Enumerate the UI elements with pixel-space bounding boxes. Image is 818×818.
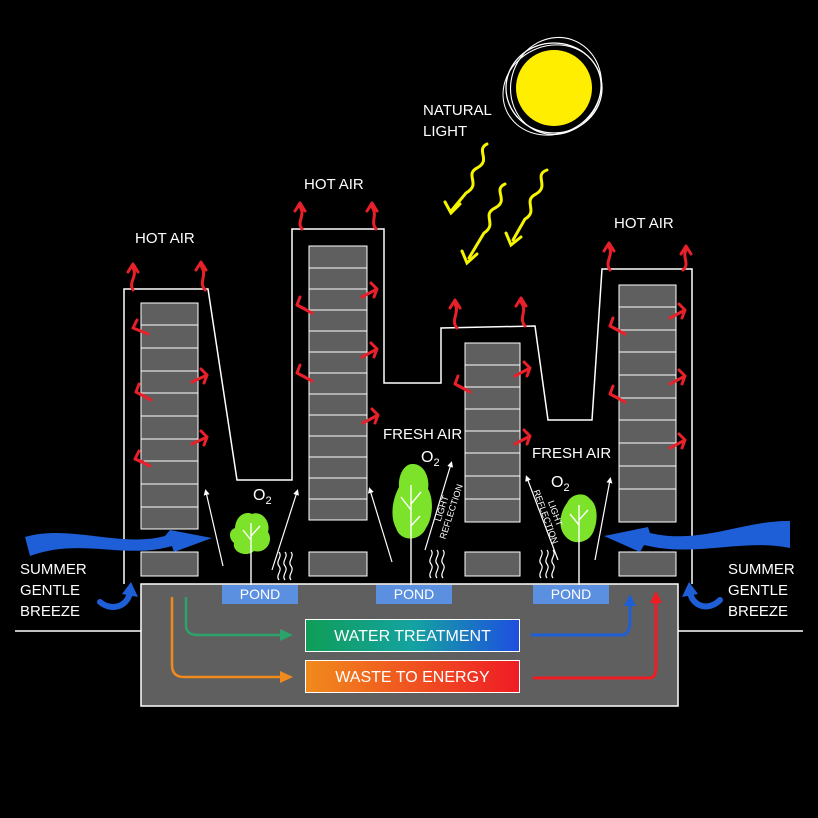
oxygen-label: O2	[551, 474, 570, 495]
basement-flow-arrows	[170, 596, 284, 679]
water-treatment-box: WATER TREATMENT	[305, 619, 520, 652]
breeze-arrow-heads	[122, 582, 698, 597]
oxygen-label: O2	[253, 487, 272, 508]
waste-to-energy-box: WASTE TO ENERGY	[305, 660, 520, 693]
summer-breeze-label-left: BREEZE	[20, 603, 81, 620]
fresh-air-label: FRESH AIR	[532, 445, 612, 462]
heat-wave-icon	[277, 551, 293, 581]
window-stack-2	[308, 245, 368, 521]
summer-breeze-label-right: GENTLE	[728, 582, 789, 599]
tree-icon	[229, 513, 271, 585]
heat-wave-icon	[429, 549, 445, 579]
vent-up-arrows	[530, 598, 658, 680]
pond: POND	[533, 585, 609, 604]
sun-icon	[502, 36, 603, 136]
window-stack-1	[140, 302, 199, 530]
summer-breeze-label-left: SUMMER	[20, 561, 87, 578]
hot-air-label: HOT AIR	[135, 230, 195, 247]
heat-wave-icon	[539, 549, 555, 579]
fresh-air-label: FRESH AIR	[383, 426, 463, 443]
basement-flow-arrow-heads	[280, 629, 293, 683]
reflection-arrows	[203, 461, 613, 571]
hot-air-arrow-icons	[126, 201, 693, 468]
tree-icon	[392, 463, 432, 585]
natural-light-label-line1: NATURAL	[423, 102, 492, 119]
pond: POND	[222, 585, 298, 604]
summer-breeze-label-left: GENTLE	[20, 582, 81, 599]
breeze-arrow-icons	[25, 520, 790, 556]
summer-breeze-label-right: SUMMER	[728, 561, 795, 578]
light-ray-icons	[443, 142, 549, 266]
natural-light-label-line2: LIGHT	[423, 123, 468, 140]
window-stack-3	[464, 342, 521, 523]
building-outline	[123, 228, 693, 584]
ground-floor-windows	[140, 551, 677, 577]
pond: POND	[376, 585, 452, 604]
summer-breeze-label-right: BREEZE	[728, 603, 789, 620]
hot-air-label: HOT AIR	[614, 215, 674, 232]
window-stack-4	[618, 284, 677, 523]
oxygen-label: O2	[421, 449, 440, 470]
hot-air-label: HOT AIR	[304, 176, 364, 193]
tree-icon	[560, 494, 597, 585]
vent-up-arrow-heads	[624, 591, 662, 606]
